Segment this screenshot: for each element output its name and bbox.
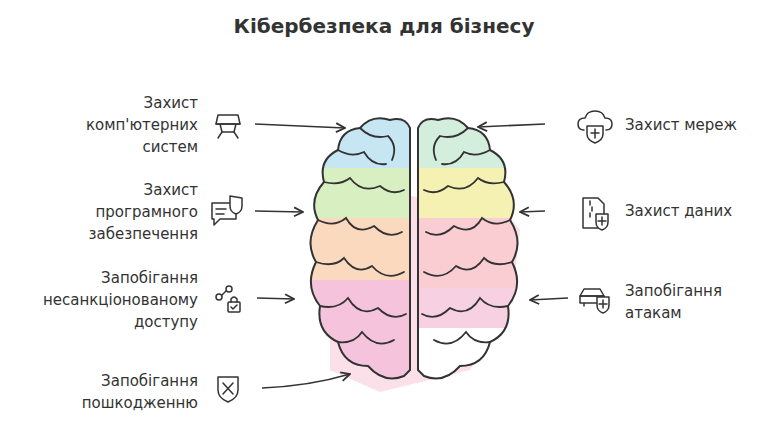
gyrus [320,298,406,317]
feature-label: Запобігання несанкціонованому доступу [33,267,198,333]
icon-part [223,383,233,394]
icon-part [222,291,226,295]
right-hemisphere-outline [418,118,518,378]
icon-part [596,214,608,230]
computer-icon [216,115,240,138]
band-pink [414,288,529,328]
feature-label: Запобігання атакам [625,280,755,324]
gyrus [338,332,394,344]
feature-label: Захист програмного забезпечення [63,179,198,245]
icon-part [216,294,222,300]
band-rose [414,218,529,288]
leader-arrow [530,298,568,300]
gyrus [424,178,504,192]
icon-part [230,196,242,214]
icon-part [216,124,240,132]
software-shield-icon [212,196,242,225]
feature-label: Захист комп'ютерних систем [63,92,198,158]
gyrus [426,218,510,235]
left-gyri [316,128,406,344]
icon-part [580,289,604,296]
icon-part [231,297,237,309]
leader-arrow [257,298,294,299]
leader-arrow [520,211,545,212]
icon-part [218,132,238,138]
icon-part [599,300,607,308]
icon-part [218,377,238,402]
icon-part [216,115,240,124]
icon-part [591,129,599,138]
attack-shield-icon [580,289,609,313]
gyrus [422,298,508,317]
network-cloud-icon [578,111,612,143]
leader-arrow [255,211,303,212]
band-peach [300,218,415,280]
gyrus [424,258,512,276]
access-icon [216,286,240,312]
icon-part [597,297,609,313]
icon-part [587,126,603,143]
feature-label: Захист мереж [625,114,765,136]
icon-part [216,209,226,214]
gyrus [318,218,402,235]
gyrus [324,178,404,192]
icons [212,111,612,402]
diagram-title: Кібербезпека для бізнесу [0,14,768,38]
leader-arrow [255,124,345,128]
band-pink [300,280,415,390]
band-white [414,328,529,390]
icon-part [226,286,232,292]
data-file-icon [583,198,608,230]
feature-label: Захист даних [625,200,765,222]
leader-arrows [255,124,568,388]
gyrus [434,332,490,344]
right-hemisphere-fill [414,110,529,390]
damage-shield-icon [218,377,238,402]
feature-label: Запобігання пошкодженню [63,370,198,414]
gyrus [316,258,404,276]
icon-part [590,201,592,217]
left-hemisphere-fill [300,110,415,390]
icon-part [598,217,606,225]
right-gyri [422,128,512,344]
left-hemisphere-outline [310,118,410,378]
gyrus [442,150,490,164]
leader-arrow [478,124,545,127]
gyrus [338,150,386,164]
leader-arrow [262,374,350,388]
